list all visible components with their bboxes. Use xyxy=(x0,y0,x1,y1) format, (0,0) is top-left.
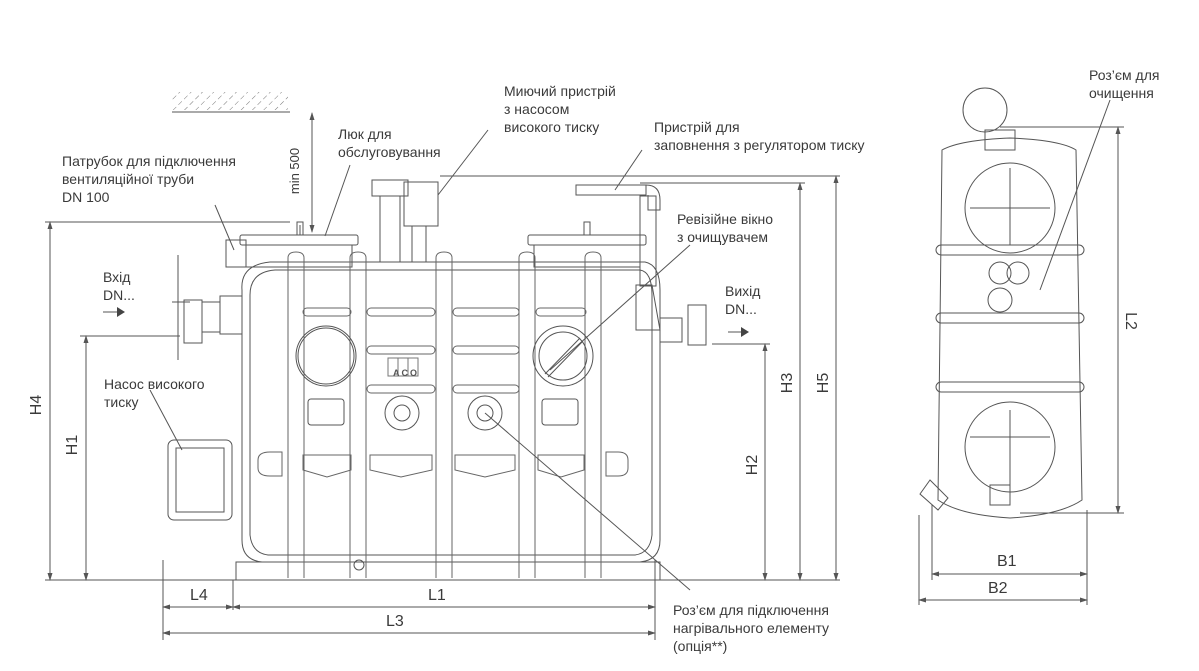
heating-connection-label-line: Роз’єм для підключення xyxy=(673,602,829,618)
high-pressure-pump-label: Насос високого тиску xyxy=(104,375,205,411)
filling-device-label-line: заповнення з регулятором тиску xyxy=(654,137,865,153)
ceiling-hatch xyxy=(172,92,290,113)
outlet-label-line: Вихід xyxy=(725,283,761,299)
heating-connection-label-line: нагрівального елементу xyxy=(673,620,830,636)
cleaning-connection-label-line: очищення xyxy=(1089,85,1154,101)
dim-h3: H3 xyxy=(779,372,797,394)
inlet-pipe xyxy=(183,295,243,344)
separator-tank-side-view xyxy=(235,221,661,581)
inspection-window-label-line: з очищувачем xyxy=(677,229,769,245)
dim-h4: H4 xyxy=(28,394,46,416)
vent-pipe-label-line: DN 100 xyxy=(62,189,110,205)
service-hatch-label-line: Люк для xyxy=(338,126,392,142)
inlet-label-line: DN... xyxy=(103,287,135,303)
inlet-label: Вхід DN... xyxy=(103,268,135,304)
washing-device-label-line: високого тиску xyxy=(504,119,600,135)
dim-l2: L2 xyxy=(1121,312,1139,330)
filling-device-label-line: Пристрій для xyxy=(654,119,740,135)
inspection-window-label-line: Ревізійне вікно xyxy=(677,211,774,227)
washing-device-label-line: Миючий пристрій xyxy=(504,83,616,99)
dim-h1: H1 xyxy=(64,434,82,456)
dim-h2: H2 xyxy=(744,454,762,476)
inspection-window-label: Ревізійне вікно з очищувачем xyxy=(677,210,773,246)
washing-device xyxy=(371,179,439,263)
aco-logo-text: ACO xyxy=(393,368,419,378)
dim-b2: B2 xyxy=(988,580,1008,597)
high-pressure-pump-label-line: тиску xyxy=(104,394,139,410)
outlet-label: Вихід DN... xyxy=(725,282,760,318)
filling-device xyxy=(575,184,661,211)
washing-device-label: Миючий пристрій з насосом високого тиску xyxy=(504,82,616,136)
aco-logo xyxy=(387,357,419,377)
heating-connection-label: Роз’єм для підключення нагрівального еле… xyxy=(673,601,829,655)
cleaning-connection-label: Роз’єм для очищення xyxy=(1089,66,1159,102)
dim-l4: L4 xyxy=(190,587,208,604)
service-hatch-label: Люк для обслуговування xyxy=(338,125,441,161)
vent-pipe-label-line: Патрубок для підключення xyxy=(62,153,236,169)
filling-device-label: Пристрій для заповнення з регулятором ти… xyxy=(654,118,865,154)
service-hatch-label-line: обслуговування xyxy=(338,144,441,160)
dim-b1: B1 xyxy=(997,553,1017,570)
min-clearance-label: min 500 xyxy=(287,147,303,195)
dim-l1: L1 xyxy=(428,587,446,604)
separator-tank-top-view xyxy=(919,87,1085,519)
cleaning-connection-label-line: Роз’єм для xyxy=(1089,67,1160,83)
vent-pipe-label: Патрубок для підключення вентиляційної т… xyxy=(62,152,236,206)
high-pressure-pump-label-line: Насос високого xyxy=(104,376,205,392)
dim-h5: H5 xyxy=(815,372,833,394)
high-pressure-pump xyxy=(149,389,233,521)
vent-pipe-label-line: вентиляційної труби xyxy=(62,171,195,187)
washing-device-label-line: з насосом xyxy=(504,101,570,117)
heating-connection-label-line: (опція**) xyxy=(673,638,728,654)
dim-l3: L3 xyxy=(386,613,404,630)
outlet-label-line: DN... xyxy=(725,301,757,317)
inlet-label-line: Вхід xyxy=(103,269,131,285)
